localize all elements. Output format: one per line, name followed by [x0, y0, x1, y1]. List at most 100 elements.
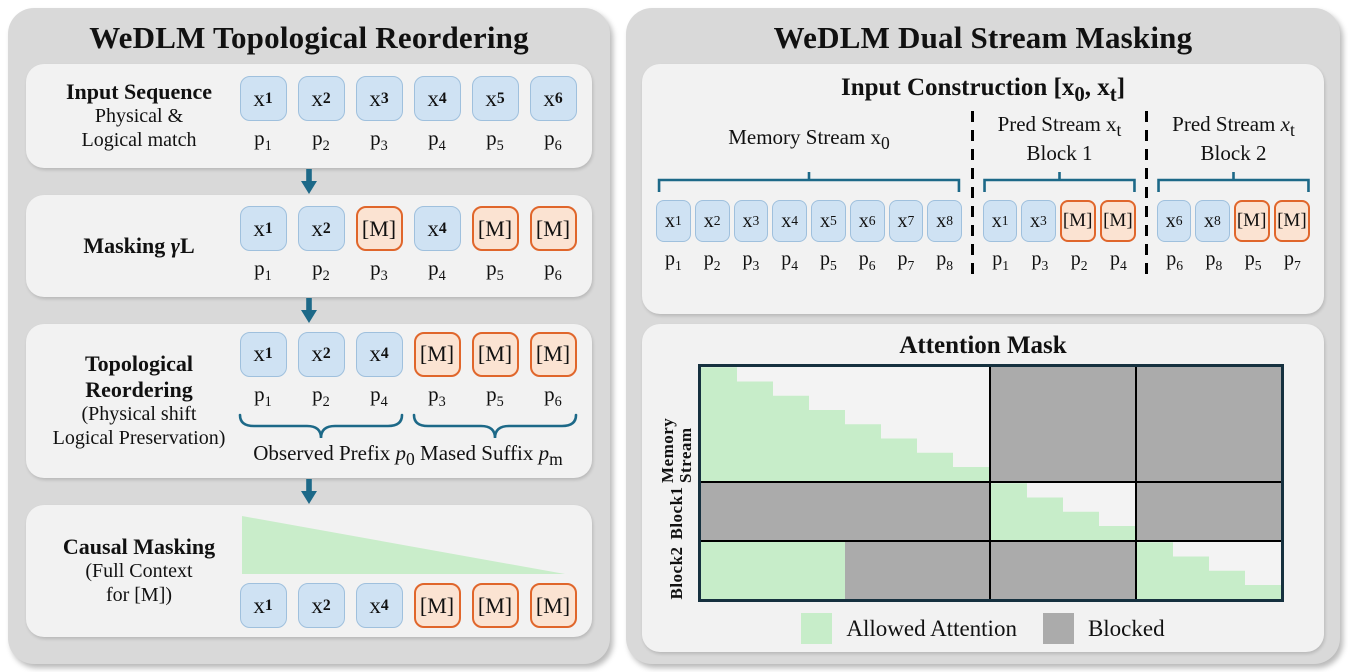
- dashed-separator: [1145, 111, 1148, 274]
- position-label: p5: [486, 256, 504, 285]
- mask-token: [M]: [413, 583, 461, 628]
- mask-block-causal: [701, 367, 989, 482]
- prefix-suffix-caption: Observed Prefix p0 Mased Suffix pm: [253, 441, 563, 470]
- label-line: Pred Stream xt: [1172, 112, 1295, 141]
- label-line: Pred Stream xt: [997, 112, 1122, 141]
- mask-row: [701, 367, 1281, 482]
- mask-token: [M]: [413, 331, 461, 377]
- masking-label: Masking γL: [40, 233, 238, 259]
- legend-item: Allowed Attention: [801, 613, 1017, 645]
- position-label: p6: [858, 248, 876, 273]
- position-label: p1: [254, 126, 272, 155]
- mask-block-blocked: [1135, 367, 1281, 482]
- causal-triangle-icon: [241, 516, 565, 574]
- mask-row-label: Block2: [667, 546, 687, 600]
- mask-row-label: Memory Stream: [658, 417, 695, 484]
- left-panel-title: WeDLM Topological Reordering: [89, 20, 529, 55]
- position-label: p5: [486, 381, 504, 410]
- mask-token: [M]: [471, 583, 519, 628]
- position-label: p3: [742, 248, 760, 273]
- label-line: Topological: [85, 351, 193, 377]
- mask-token: [M]: [1273, 200, 1310, 242]
- mask-block-causal: [989, 483, 1135, 541]
- label-line: (Full Context: [85, 560, 193, 583]
- overbracket-icon: [983, 171, 1136, 193]
- position-label: p8: [1205, 248, 1223, 273]
- position-label: p8: [936, 248, 954, 273]
- position-label: p1: [992, 248, 1010, 273]
- allowed-region: [701, 542, 845, 600]
- position-label: p4: [428, 126, 446, 155]
- position-label: p4: [781, 248, 799, 273]
- mask-block-partial: [701, 542, 989, 600]
- dashed-separator: [971, 111, 974, 274]
- causal-staircase: [991, 483, 1135, 541]
- position-label: p3: [370, 256, 388, 285]
- label-line: Physical &: [94, 105, 184, 128]
- label-line: Reordering: [85, 377, 193, 403]
- mask-token: [M]: [1233, 200, 1270, 242]
- label-line: Input Sequence: [65, 79, 213, 105]
- label-line: Block 2: [1200, 141, 1267, 166]
- overbracket-icon: [1157, 171, 1310, 193]
- mask-block-blocked: [701, 483, 989, 541]
- dual-stream-masking-panel: WeDLM Dual Stream Masking Input Construc…: [626, 8, 1340, 664]
- label-line: Logical Preservation): [52, 426, 226, 449]
- mask-row: [701, 481, 1281, 541]
- input-construction-title: Input Construction [x0, xt]: [840, 74, 1126, 106]
- position-label: p7: [1283, 248, 1301, 273]
- position-label: p2: [312, 381, 330, 410]
- label-line: Logical match: [81, 128, 197, 151]
- label-line: Block 1: [1026, 141, 1093, 166]
- mask-token: [M]: [1059, 200, 1096, 242]
- mask-token: [M]: [529, 331, 577, 377]
- blocked-swatch-icon: [1042, 613, 1074, 645]
- mask-row: [701, 540, 1281, 600]
- position-label: p3: [1031, 248, 1049, 273]
- position-label: p2: [312, 126, 330, 155]
- position-label: p4: [428, 256, 446, 285]
- causal-staircase: [1137, 542, 1281, 600]
- allowed-swatch-icon: [801, 613, 833, 645]
- overbracket-icon: [656, 171, 962, 193]
- down-arrow-icon: [301, 168, 317, 194]
- label-line: (Physical shift: [81, 403, 197, 426]
- mask-row-label: Block1: [667, 486, 687, 540]
